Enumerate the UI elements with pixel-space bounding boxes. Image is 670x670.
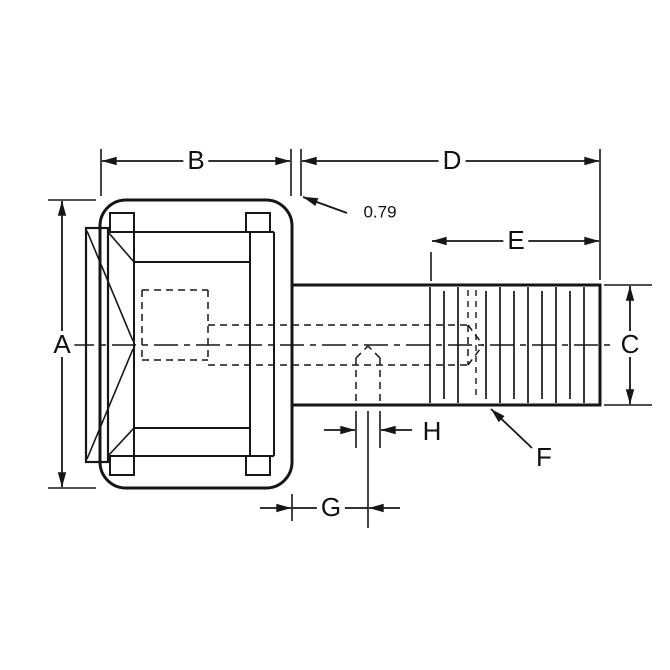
dim-label-f: F — [536, 442, 552, 472]
extension-lines — [48, 149, 652, 528]
dim-label-e: E — [503, 227, 529, 253]
dim-label-h: H — [422, 416, 442, 446]
dim-label-a: A — [49, 331, 75, 357]
dim-label-c: C — [616, 331, 644, 357]
leader-value-gap: 0.79 — [363, 202, 397, 222]
dim-label-g: G — [316, 494, 346, 520]
leader-line-f — [490, 408, 533, 449]
hidden-lines — [141, 289, 484, 404]
dim-label-b: B — [183, 147, 209, 173]
leader-line-gap — [302, 196, 348, 214]
roller-body-outline — [98, 198, 602, 490]
roller-inner-structure — [84, 212, 275, 476]
dim-label-d: D — [438, 147, 466, 173]
